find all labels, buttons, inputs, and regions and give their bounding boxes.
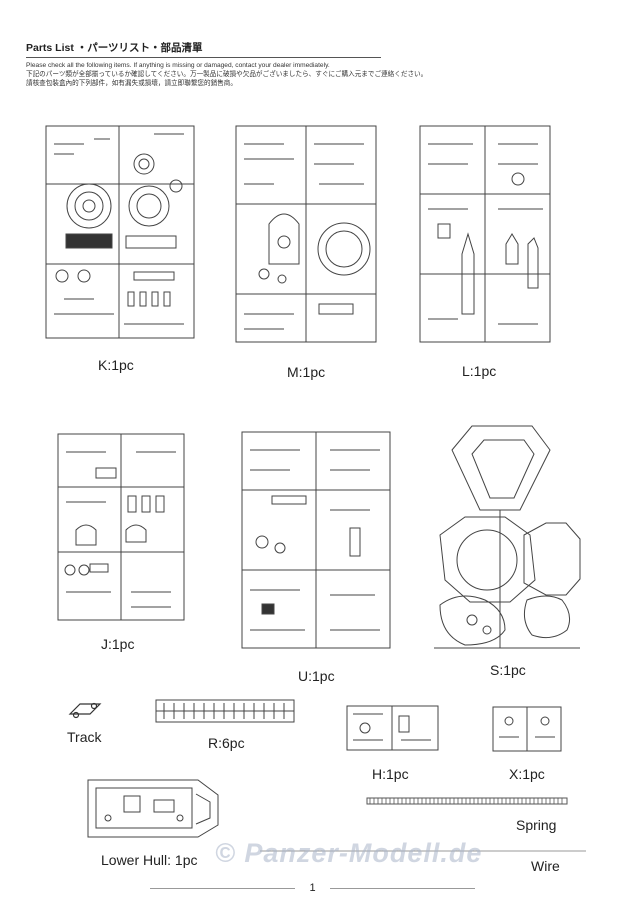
sprue-r-drawing bbox=[155, 699, 295, 723]
page-number-rule-right bbox=[330, 888, 475, 889]
sprue-l-drawing bbox=[419, 125, 551, 343]
sprue-s-drawing bbox=[434, 425, 581, 649]
lower-hull-label: Lower Hull: 1pc bbox=[101, 852, 198, 868]
sprue-h-label: H:1pc bbox=[372, 766, 409, 782]
track-label: Track bbox=[67, 729, 102, 745]
sprue-j-label: J:1pc bbox=[101, 636, 135, 652]
spring-label: Spring bbox=[516, 817, 557, 833]
watermark: © Panzer-Modell.de bbox=[215, 838, 483, 868]
page-title: Parts List ・パーツリスト・部品清單 bbox=[26, 40, 381, 58]
page-number: 1 bbox=[309, 882, 316, 894]
instruction-english: Please check all the following items. If… bbox=[26, 62, 330, 69]
page-number-rule-left bbox=[150, 888, 295, 889]
sprue-u-drawing bbox=[241, 431, 391, 649]
instruction-japanese: 下記のパーツ類が全部揃っているか確認してください。万一製品に破損や欠品がございま… bbox=[26, 71, 428, 78]
sprue-s-label: S:1pc bbox=[490, 662, 526, 678]
sprue-x-label: X:1pc bbox=[509, 766, 545, 782]
wire-label: Wire bbox=[531, 858, 560, 874]
sprue-m-label: M:1pc bbox=[287, 364, 326, 380]
sprue-j-drawing bbox=[57, 433, 185, 621]
lower-hull-drawing bbox=[87, 779, 219, 838]
sprue-m-drawing bbox=[235, 125, 377, 343]
spring-drawing bbox=[366, 797, 568, 805]
wire-drawing bbox=[260, 850, 586, 852]
sprue-l-label: L:1pc bbox=[462, 363, 497, 379]
sprue-h-drawing bbox=[346, 705, 439, 751]
instruction-chinese: 請核查包裝盒內的下列部件，如有漏失或損壞，請立即聯繫您的銷售商。 bbox=[26, 80, 237, 87]
sprue-k-drawing bbox=[45, 125, 195, 339]
track-link-drawing bbox=[68, 702, 102, 719]
sprue-u-label: U:1pc bbox=[298, 668, 335, 684]
sprue-r-label: R:6pc bbox=[208, 735, 245, 751]
sprue-x-drawing bbox=[492, 706, 562, 752]
parts-list-header: Parts List ・パーツリスト・部品清單 Please check all… bbox=[26, 40, 601, 88]
sprue-k-label: K:1pc bbox=[98, 357, 134, 373]
